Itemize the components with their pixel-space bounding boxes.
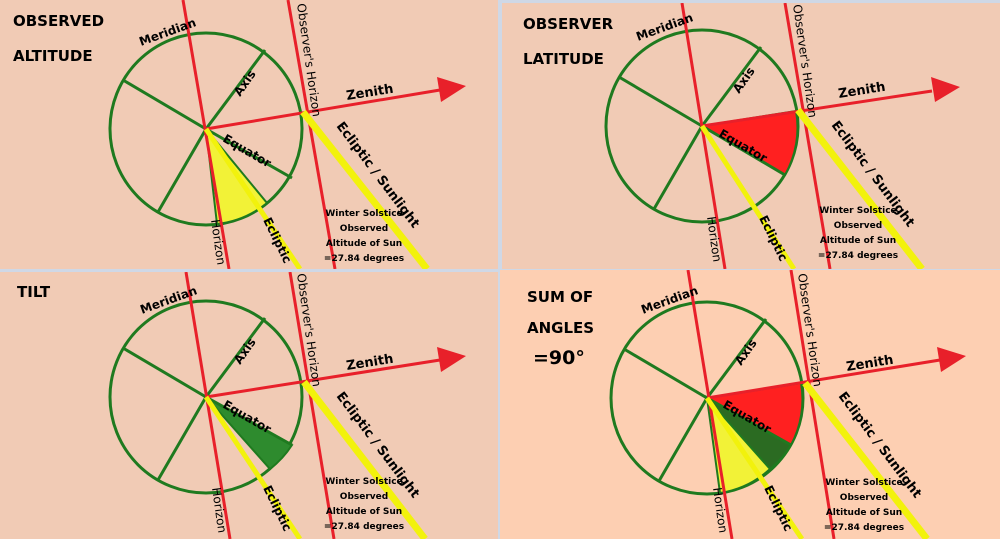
- meridian-horizon-line: [680, 3, 727, 269]
- spoke-line: [652, 125, 704, 210]
- observer-horizon-line: [288, 272, 336, 539]
- zenith-arrowhead-icon: [437, 347, 466, 372]
- note-line: Winter Solstice: [325, 209, 403, 219]
- panel-observer-latitude: OBSERVER LATITUDE Meridian Axis Observer…: [502, 3, 1000, 269]
- spoke-line: [122, 346, 207, 399]
- ecliptic-line: [203, 395, 303, 539]
- sunlight-line: [300, 109, 430, 269]
- zenith-arrowhead-icon: [931, 77, 960, 102]
- axis-label: Axis: [231, 336, 259, 367]
- panel-tilt: TILT Meridian Axis Observer's Horizon Ze…: [0, 272, 498, 539]
- sunlight-line: [301, 379, 428, 539]
- note-line: =27.84 degrees: [817, 251, 899, 261]
- axis-line: [700, 46, 763, 127]
- celestial-circle: [108, 299, 304, 495]
- axis-label: Axis: [732, 337, 760, 368]
- observer-horizon-line: [789, 270, 836, 539]
- note-line: Winter Solstice: [325, 477, 403, 487]
- ecliptic-line: [704, 396, 805, 539]
- solstice-note: Winter Solstice Observed Altitude of Sun…: [316, 475, 412, 535]
- axis-line: [705, 318, 768, 399]
- note-line: Winter Solstice: [819, 206, 897, 216]
- title-line-1: OBSERVED: [13, 12, 105, 30]
- ecliptic-label: Ecliptic: [260, 483, 294, 533]
- title-line-2: ANGLES: [527, 319, 595, 337]
- celestial-diagram: Meridian Axis Observer's Horizon Zenith …: [604, 3, 960, 269]
- celestial-diagram: Meridian Axis Observer's Horizon Zenith …: [108, 0, 466, 269]
- sunlight-line: [802, 380, 930, 539]
- zenith-line: [701, 89, 933, 128]
- note-line: =27.84 degrees: [323, 254, 405, 264]
- panel-title: TILT: [17, 285, 50, 300]
- note-line: Observed: [339, 492, 389, 502]
- ecliptic-label: Ecliptic: [756, 213, 790, 263]
- note-line: Altitude of Sun: [819, 236, 897, 246]
- horizon-label: Horizon: [704, 215, 724, 262]
- title-line-3: =90°: [533, 347, 585, 369]
- zenith-label: Zenith: [845, 353, 894, 375]
- panel-title: OBSERVED ALTITUDE: [13, 14, 104, 64]
- meridian-horizon-line: [181, 0, 231, 269]
- axis-line: [204, 317, 267, 398]
- zenith-label: Zenith: [837, 80, 886, 102]
- title-line-1: OBSERVER: [523, 15, 614, 33]
- equator-line: [205, 395, 293, 447]
- spoke-line: [618, 75, 703, 128]
- axis-label: Axis: [730, 65, 758, 96]
- ecliptic-line: [699, 124, 797, 269]
- spoke-line: [156, 396, 208, 481]
- note-line: =27.84 degrees: [823, 523, 905, 533]
- ecliptic-label: Ecliptic: [260, 215, 294, 265]
- observer-horizon-line: [783, 3, 832, 269]
- panel-title: OBSERVER LATITUDE: [523, 17, 613, 67]
- axis-line: [204, 49, 267, 130]
- ecliptic-line: [203, 127, 303, 269]
- zenith-label: Zenith: [345, 82, 394, 104]
- meridian-horizon-line: [184, 272, 232, 539]
- axis-label: Axis: [231, 68, 259, 99]
- note-line: Observed: [833, 221, 883, 231]
- zenith-label: Zenith: [345, 352, 394, 374]
- title-line-1: SUM OF: [527, 288, 594, 306]
- horizon-label: Horizon: [710, 486, 730, 533]
- spoke-line: [156, 128, 208, 213]
- meridian-label: Meridian: [639, 283, 700, 316]
- spoke-line: [657, 397, 709, 482]
- observer-horizon-line: [286, 0, 337, 269]
- note-line: Observed: [839, 493, 889, 503]
- panel-title: SUM OF ANGLES =90°: [527, 290, 594, 368]
- note-line: Winter Solstice: [825, 478, 903, 488]
- equator-line: [701, 124, 786, 177]
- note-line: Observed: [339, 224, 389, 234]
- note-line: =27.84 degrees: [323, 522, 405, 532]
- equator-line: [205, 127, 293, 180]
- solstice-note: Winter Solstice Observed Altitude of Sun…: [316, 207, 412, 267]
- celestial-diagram: Meridian Axis Observer's Horizon Zenith …: [609, 270, 966, 539]
- horizon-label: Horizon: [209, 486, 229, 533]
- spoke-line: [122, 78, 207, 131]
- zenith-line: [706, 358, 941, 400]
- zenith-line: [205, 358, 441, 399]
- note-line: Altitude of Sun: [825, 508, 903, 518]
- equator-line: [706, 396, 792, 447]
- title-line-1: TILT: [17, 283, 51, 301]
- panel-observed-altitude: OBSERVED ALTITUDE Meridian Axis Observer…: [0, 0, 498, 269]
- zenith-arrowhead-icon: [937, 347, 966, 372]
- celestial-circle: [108, 31, 304, 227]
- solstice-note: Winter Solstice Observed Altitude of Sun…: [810, 204, 906, 264]
- celestial-diagram: Meridian Axis Observer's Horizon Zenith …: [108, 272, 466, 539]
- zenith-line: [205, 88, 441, 131]
- note-line: Altitude of Sun: [325, 507, 403, 517]
- title-line-2: ALTITUDE: [13, 47, 93, 65]
- horizon-label: Horizon: [208, 218, 228, 265]
- ecliptic-label: Ecliptic: [761, 483, 795, 533]
- title-line-2: LATITUDE: [523, 50, 604, 68]
- zenith-arrowhead-icon: [437, 77, 466, 102]
- panel-sum-of-angles: SUM OF ANGLES =90° Meridian Axis Observe…: [500, 270, 1000, 539]
- solstice-note: Winter Solstice Observed Altitude of Sun…: [816, 476, 912, 536]
- spoke-line: [623, 347, 708, 400]
- note-line: Altitude of Sun: [325, 239, 403, 249]
- sunlight-line: [795, 107, 925, 269]
